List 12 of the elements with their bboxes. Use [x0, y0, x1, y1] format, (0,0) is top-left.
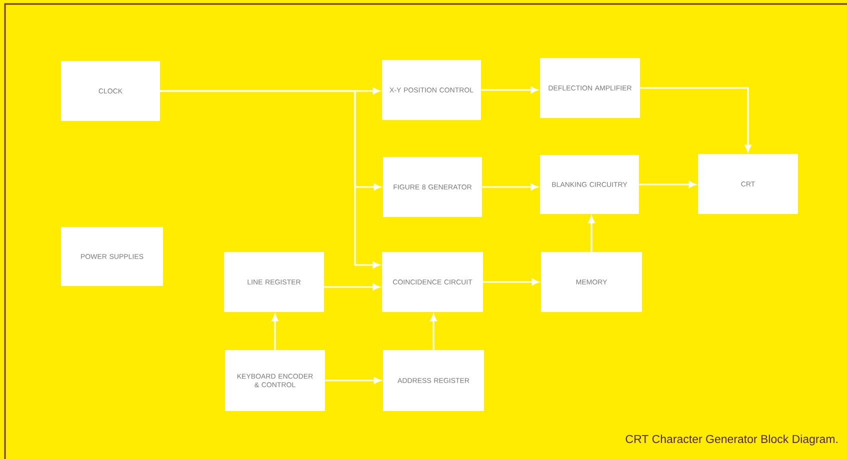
arrow — [482, 184, 538, 190]
arrow — [639, 181, 696, 188]
arrow — [272, 314, 278, 350]
arrow — [324, 284, 380, 290]
arrow — [160, 90, 380, 268]
arrow — [325, 377, 381, 384]
arrow — [640, 87, 752, 152]
arrow — [430, 314, 437, 350]
arrow — [483, 278, 539, 286]
caption: CRT Character Generator Block Diagram. — [626, 434, 838, 446]
arrow — [481, 86, 538, 94]
arrow — [588, 216, 595, 252]
